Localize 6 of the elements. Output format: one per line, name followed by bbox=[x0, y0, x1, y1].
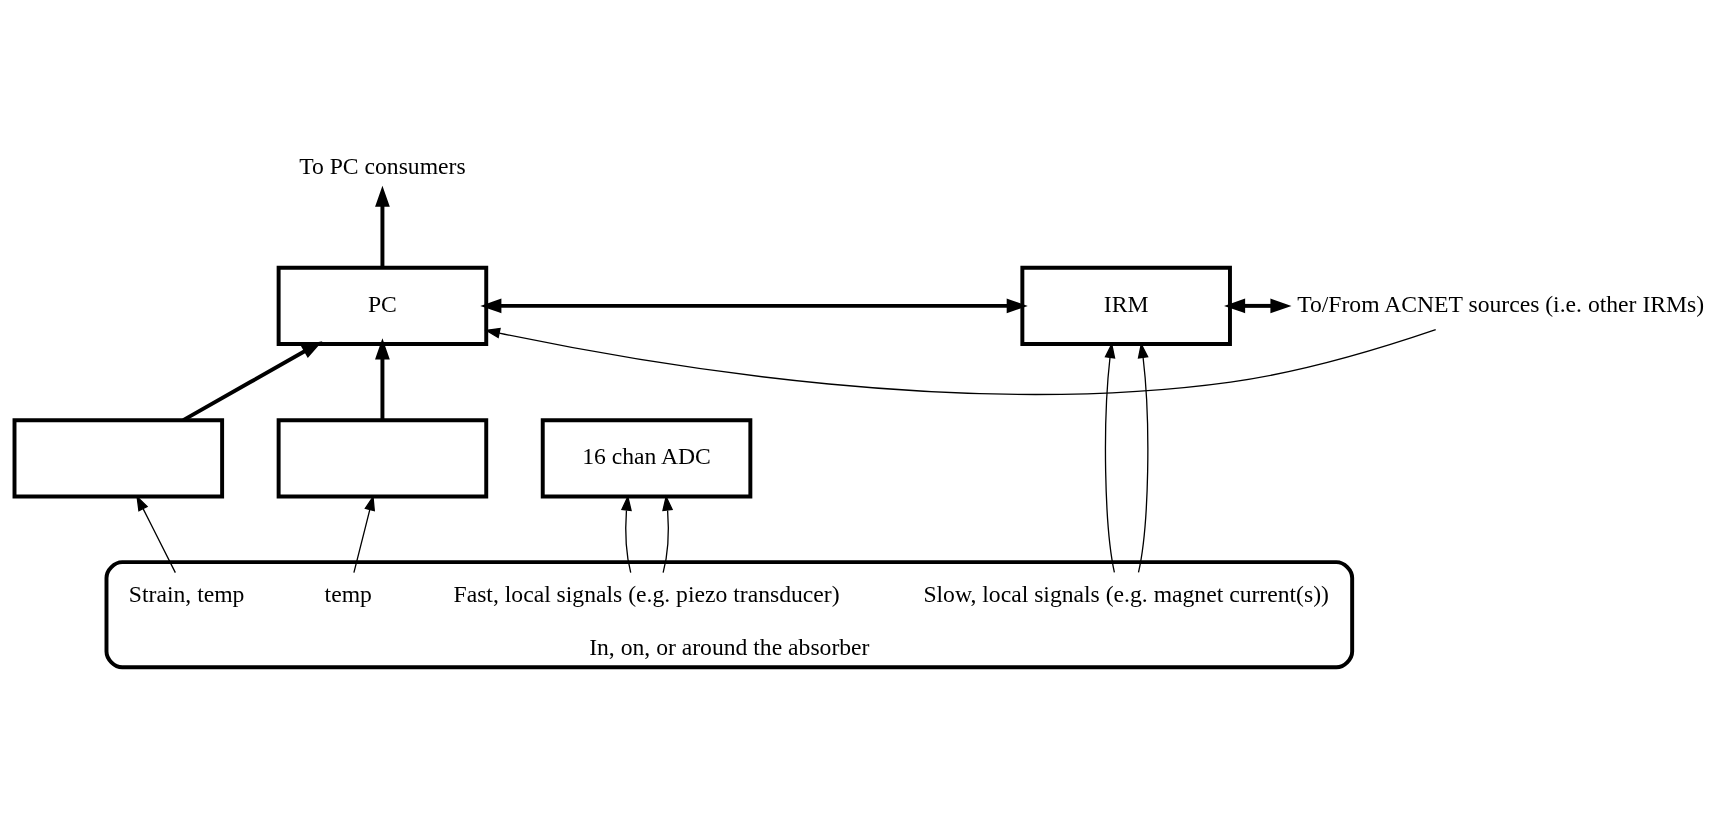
node-text: Strain, temp bbox=[128, 580, 245, 607]
node-text: To/From ACNET sources (i.e. other IRMs) bbox=[1297, 290, 1705, 317]
node-text: Slow, local signals (e.g. magnet current(s)) bbox=[923, 580, 1329, 607]
node-text: To PC consumers bbox=[299, 152, 466, 179]
node-text: Fast, local signals (e.g. piezo transducer) bbox=[453, 580, 840, 607]
node-text: temp bbox=[324, 580, 372, 607]
